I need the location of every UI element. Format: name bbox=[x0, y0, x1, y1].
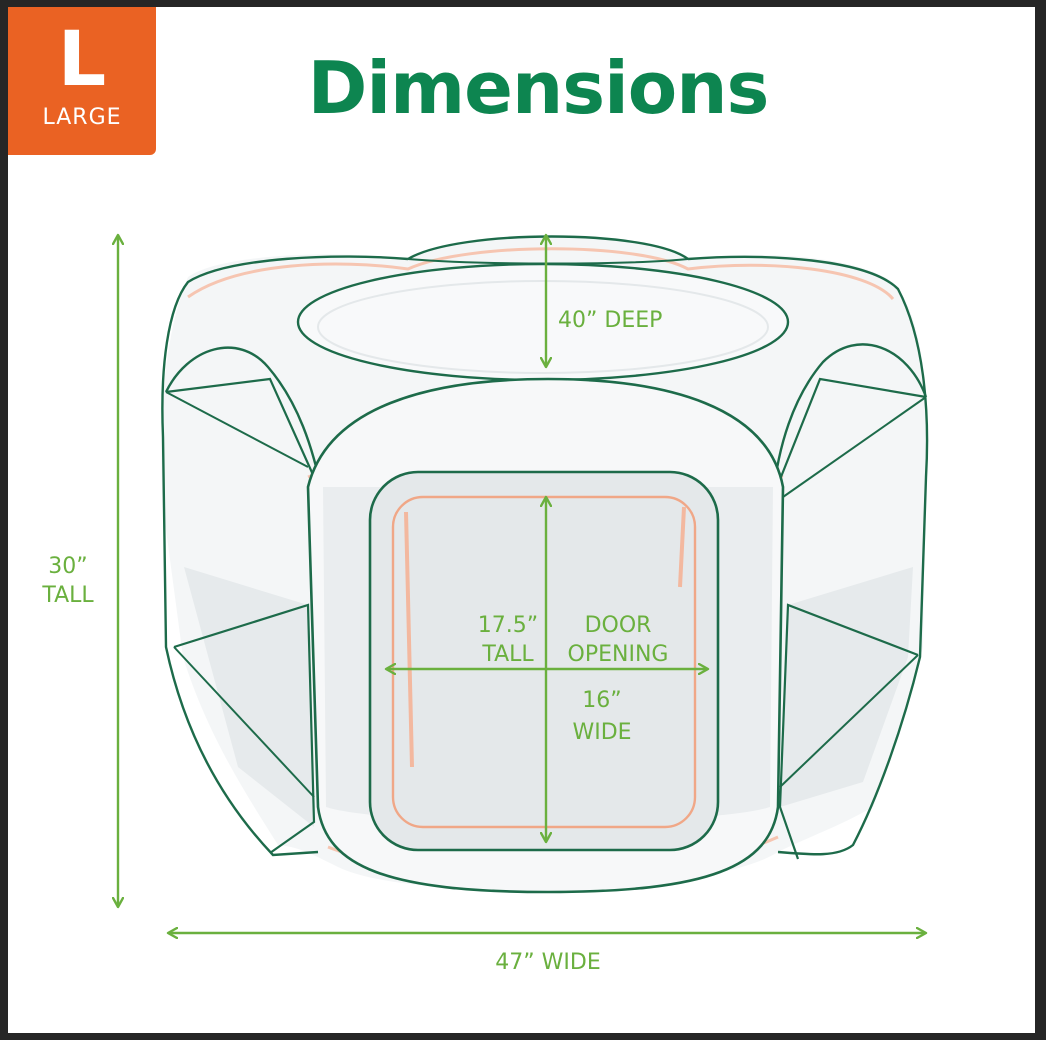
page-title: Dimensions bbox=[307, 46, 770, 130]
size-badge: L LARGE bbox=[8, 7, 156, 155]
left-panel-diagonal bbox=[165, 391, 309, 468]
height-unit: TALL bbox=[41, 583, 94, 608]
right-panel-diagonal bbox=[782, 396, 927, 498]
right-panel-upper bbox=[771, 377, 927, 498]
playpen-illustration bbox=[161, 235, 929, 894]
size-label: LARGE bbox=[42, 105, 122, 130]
height-value: 30” bbox=[48, 554, 87, 579]
door-tall-unit: TALL bbox=[481, 642, 534, 667]
right-panel-lower bbox=[778, 603, 919, 860]
right-panel-lower-diagonal bbox=[779, 654, 919, 788]
left-panel-upper bbox=[165, 377, 325, 498]
door-wide-unit: WIDE bbox=[572, 720, 631, 745]
door-zipper-pull bbox=[678, 506, 686, 588]
left-panel-lower-diagonal bbox=[173, 646, 315, 798]
depth-label: 40” DEEP bbox=[558, 308, 662, 333]
playpen-diagram: 40” DEEP 30” TALL 47” WIDE 17.5” TALL DO… bbox=[41, 7, 929, 975]
left-panel-arch bbox=[164, 346, 325, 498]
dimensions-panel: L LARGE Dimensions bbox=[8, 7, 1035, 1033]
door-tall-value: 17.5” bbox=[478, 613, 538, 638]
right-lower-panel bbox=[780, 567, 913, 807]
door-wide-value: 16” bbox=[582, 688, 621, 713]
door-label-top: DOOR bbox=[585, 613, 652, 638]
width-label: 47” WIDE bbox=[495, 950, 600, 975]
door-label-bottom: OPENING bbox=[568, 642, 669, 667]
left-silhouette bbox=[161, 255, 409, 857]
right-silhouette bbox=[687, 255, 929, 856]
size-letter: L bbox=[57, 14, 107, 103]
door-zipper-left bbox=[404, 511, 414, 768]
left-panel-lower bbox=[173, 603, 316, 854]
right-panel-arch bbox=[771, 343, 928, 498]
